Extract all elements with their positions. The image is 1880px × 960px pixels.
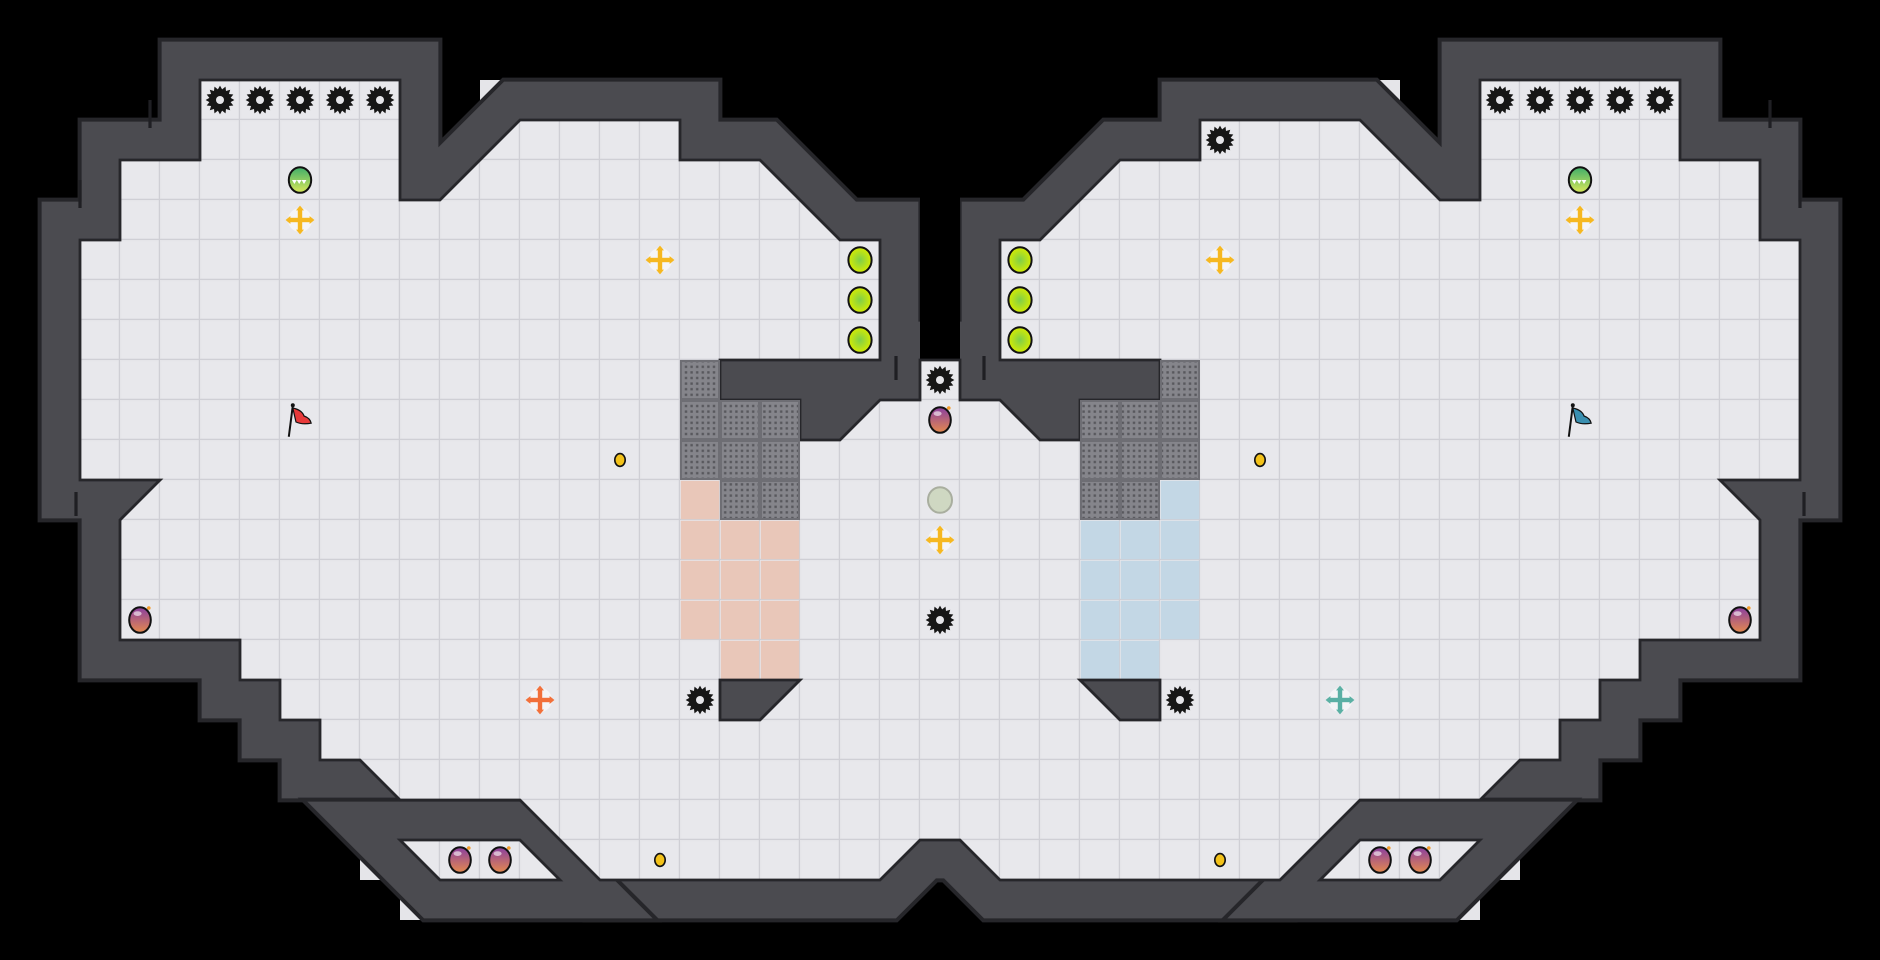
- blue-team-zone-tile: [1160, 560, 1200, 600]
- saw-blade-icon: [1565, 85, 1595, 115]
- blue-team-zone-tile: [1080, 560, 1120, 600]
- bomb-icon: [129, 606, 151, 633]
- red-team-zone-tile: [720, 520, 760, 560]
- saw-blade-icon: [1165, 685, 1195, 715]
- wall-block: [1076, 678, 1162, 722]
- blue-team-zone-tile: [1120, 520, 1160, 560]
- blue-team-zone-tile: [1120, 640, 1160, 680]
- wall-block: [718, 678, 804, 722]
- saw-blade-icon: [1525, 85, 1555, 115]
- grate-tile: [762, 442, 798, 478]
- blue-team-zone-tile: [1120, 600, 1160, 640]
- blue-team-zone-tile: [1080, 520, 1120, 560]
- saw-blade-icon: [1485, 85, 1515, 115]
- grate-tile: [1162, 362, 1198, 398]
- red-team-zone-tile: [720, 560, 760, 600]
- green-pad-icon: [847, 246, 873, 274]
- green-pad-icon: [1007, 246, 1033, 274]
- blue-team-zone-tile: [1160, 600, 1200, 640]
- blue-team-zone-tile: [1080, 640, 1120, 680]
- coin-icon: [654, 852, 666, 868]
- red-team-zone-tile: [680, 480, 720, 520]
- saw-blade-icon: [1205, 125, 1235, 155]
- green-pad-icon: [847, 326, 873, 354]
- red-team-zone-tile: [760, 560, 800, 600]
- blue-team-zone-tile: [1160, 520, 1200, 560]
- bomb-icon: [449, 846, 471, 873]
- grate-tile: [1082, 442, 1118, 478]
- team-zones: [680, 360, 1200, 680]
- grate-tile: [722, 442, 758, 478]
- green-pad-icon: [1007, 326, 1033, 354]
- grate-tile: [762, 482, 798, 518]
- bomb-icon: [489, 846, 511, 873]
- saw-blade-icon: [245, 85, 275, 115]
- grate-tile: [1162, 442, 1198, 478]
- green-pad-icon: [847, 286, 873, 314]
- grate-tile: [1122, 442, 1158, 478]
- green-striped-orb-icon: [289, 167, 311, 193]
- pale-orb-icon: [927, 486, 953, 514]
- saw-blade-icon: [1645, 85, 1675, 115]
- coin-icon: [1214, 852, 1226, 868]
- coin-icon: [613, 452, 627, 468]
- floor-area: [396, 838, 564, 882]
- bomb-icon: [1409, 846, 1431, 873]
- floor-area: [1316, 838, 1484, 882]
- green-striped-orb-icon: [1569, 167, 1591, 193]
- saw-blade-icon: [205, 85, 235, 115]
- blue-team-zone-tile: [1160, 480, 1200, 520]
- grate-tile: [762, 402, 798, 438]
- grate-tile: [682, 362, 718, 398]
- bomb-icon: [1729, 606, 1751, 633]
- floor-area: [78, 78, 1802, 882]
- red-team-zone-tile: [680, 520, 720, 560]
- red-team-zone-tile: [720, 640, 760, 680]
- grate-tile: [1162, 402, 1198, 438]
- wall-islands: [718, 678, 1162, 722]
- grate-tile: [1082, 482, 1118, 518]
- bomb-icon: [1369, 846, 1391, 873]
- red-team-zone-tile: [760, 520, 800, 560]
- red-team-zone-tile: [760, 600, 800, 640]
- floor: [78, 78, 1802, 882]
- grate-tile: [1082, 402, 1118, 438]
- saw-blade-icon: [285, 85, 315, 115]
- grate-tile: [682, 442, 718, 478]
- saw-blade-icon: [1605, 85, 1635, 115]
- saw-blade-icon: [925, 365, 955, 395]
- red-team-zone-tile: [760, 640, 800, 680]
- green-pad-icon: [1007, 286, 1033, 314]
- grate-tile: [722, 402, 758, 438]
- blue-team-zone-tile: [1120, 560, 1160, 600]
- bomb-icon: [929, 406, 951, 433]
- red-team-zone-tile: [680, 600, 720, 640]
- grate-tile: [682, 402, 718, 438]
- coin-icon: [1254, 452, 1266, 468]
- red-team-zone-tile: [680, 560, 720, 600]
- grate-tile: [722, 482, 758, 518]
- red-team-zone-tile: [720, 600, 760, 640]
- blue-team-zone-tile: [1080, 600, 1120, 640]
- grate-tile: [1122, 482, 1158, 518]
- saw-blade-icon: [365, 85, 395, 115]
- center-gap: [920, 0, 960, 360]
- grate-tile: [1122, 402, 1158, 438]
- saw-blade-icon: [925, 605, 955, 635]
- saw-blade-icon: [325, 85, 355, 115]
- saw-blade-icon: [685, 685, 715, 715]
